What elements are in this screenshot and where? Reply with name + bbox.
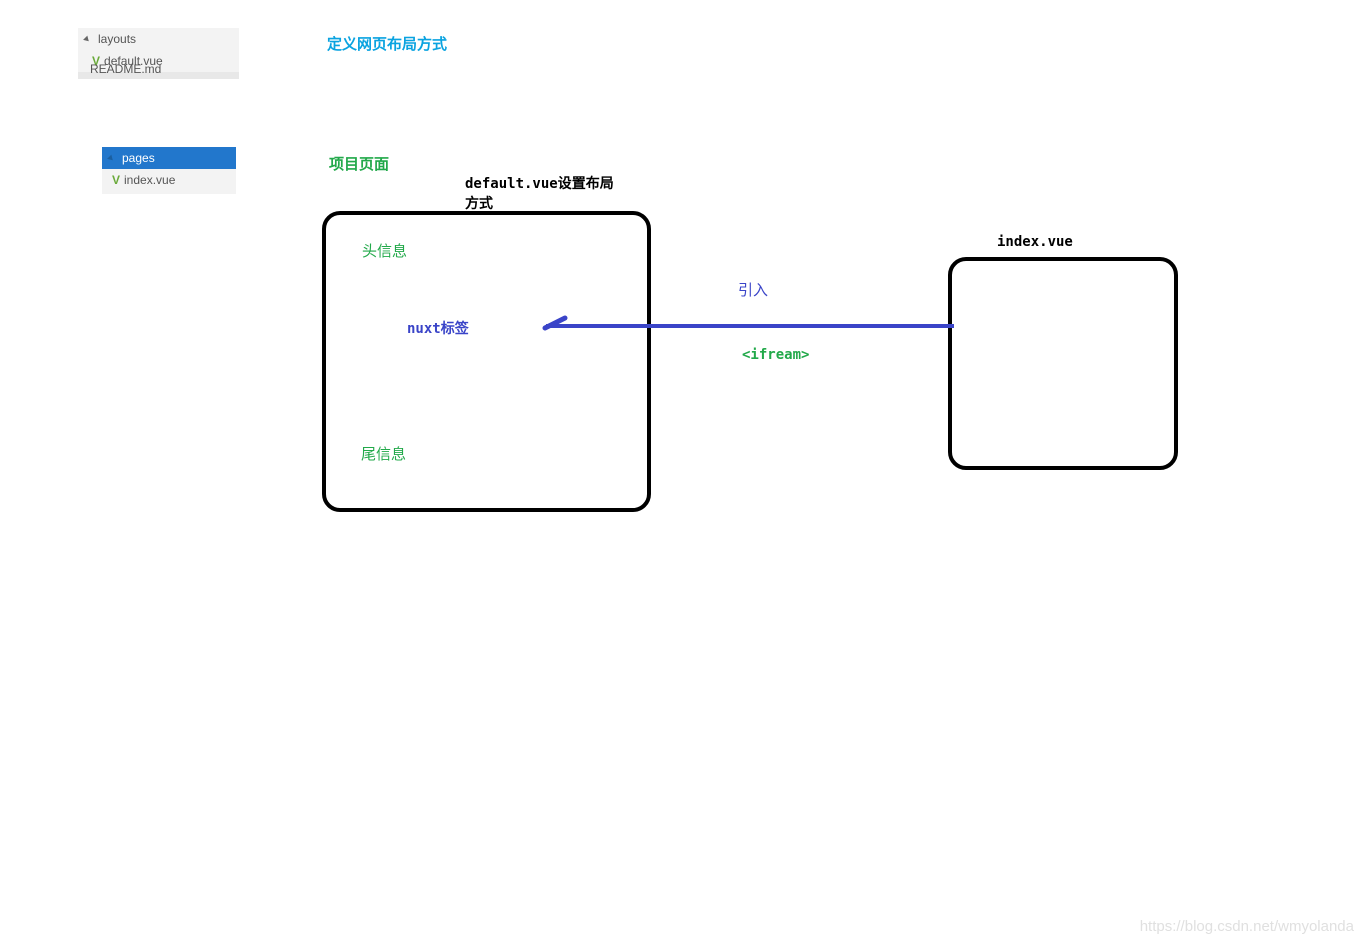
index-box xyxy=(948,257,1178,470)
header-info-label: 头信息 xyxy=(362,242,408,260)
define-layout-label: 定义网页布局方式 xyxy=(327,35,448,53)
footer-info-label: 尾信息 xyxy=(361,445,407,463)
arrow-head xyxy=(542,315,568,331)
default-caption: default.vue设置布局方式 xyxy=(465,176,614,212)
iframe-label: <ifream> xyxy=(742,347,810,363)
folder-pages[interactable]: pages xyxy=(102,147,236,169)
index-caption: index.vue xyxy=(997,234,1073,250)
default-layout-box xyxy=(322,211,651,512)
vue-icon: V xyxy=(92,54,101,68)
vue-icon: V xyxy=(112,173,121,187)
file-readme[interactable]: README.md xyxy=(78,62,239,79)
nuxt-tag-label: nuxt标签 xyxy=(407,321,469,337)
import-label: 引入 xyxy=(738,281,769,299)
watermark: https://blog.csdn.net/wmyolanda xyxy=(1139,918,1354,935)
folder-layouts[interactable]: layouts xyxy=(78,28,239,50)
project-page-label: 项目页面 xyxy=(329,155,390,173)
